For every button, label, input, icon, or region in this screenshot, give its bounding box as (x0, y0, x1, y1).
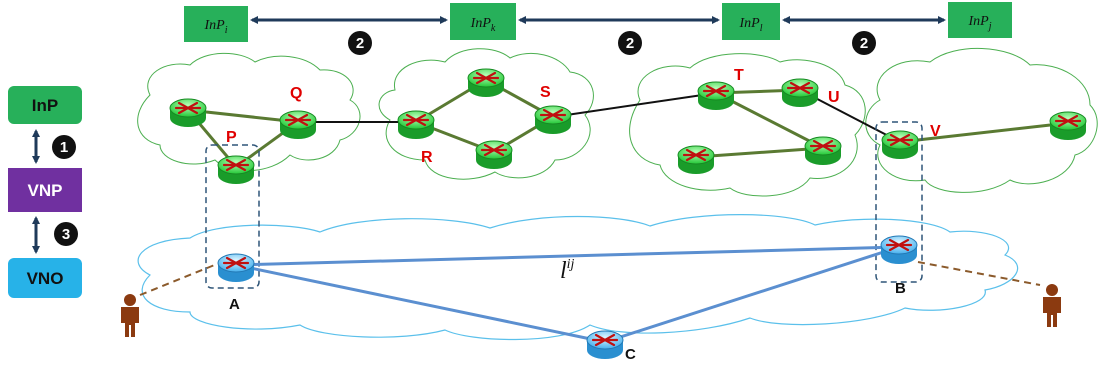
inp-box-k: InPk (450, 3, 516, 40)
router-icon-r (396, 109, 436, 141)
legend-vno-box: VNO (8, 258, 82, 298)
inp-box-i: InPi (184, 6, 248, 42)
router-icon-q (278, 109, 318, 141)
router-icon-v (880, 129, 920, 161)
legend-step-3-badge: 3 (54, 222, 78, 246)
person-icon-left (121, 294, 139, 337)
svg-text:InP: InP (32, 96, 58, 115)
router-icon-a (216, 252, 256, 284)
svg-text:2: 2 (860, 35, 868, 52)
router-icon-inp-k-bottom (474, 139, 514, 171)
step-2-badge-1: 2 (348, 31, 372, 55)
node-label-u: U (828, 89, 840, 106)
step-2-badge-3: 2 (852, 31, 876, 55)
router-icon-inp-j-right (1048, 110, 1088, 142)
user-access-links (139, 261, 1041, 296)
cloud-inp-k (378, 48, 594, 180)
svg-text:2: 2 (626, 35, 634, 52)
legend-step-1-badge: 1 (52, 135, 76, 159)
router-icon-s (533, 104, 573, 136)
svg-text:3: 3 (62, 226, 70, 243)
virtual-link-label: lij (560, 257, 575, 284)
svg-text:InPl: InPl (739, 16, 763, 34)
virtual-links (235, 245, 900, 344)
mapping-box-p-a (205, 144, 260, 289)
node-label-a: A (229, 296, 240, 313)
router-icon-inp-l-left (676, 144, 716, 176)
node-label-b: B (895, 280, 906, 297)
svg-text:1: 1 (60, 139, 68, 156)
node-label-t: T (734, 67, 744, 84)
cloud-inp-l (629, 53, 866, 197)
router-icon-b (879, 234, 919, 266)
node-label-c: C (625, 346, 636, 363)
node-label-q: Q (290, 85, 302, 102)
router-icon-inp-i-1 (168, 97, 208, 129)
router-icon-t (696, 80, 736, 112)
person-icon-right (1043, 284, 1061, 327)
svg-text:InPj: InPj (968, 14, 992, 32)
step-2-badge-2: 2 (618, 31, 642, 55)
router-icon-inp-l-right (803, 135, 843, 167)
svg-text:InPi: InPi (204, 18, 228, 36)
virtual-network-cloud (137, 214, 1018, 341)
legend-vnp-box: VNP (8, 168, 82, 212)
svg-text:InPk: InPk (470, 16, 496, 34)
node-label-s: S (540, 84, 551, 101)
inp-box-l: InPl (722, 3, 780, 40)
node-label-r: R (421, 149, 433, 166)
svg-text:VNO: VNO (27, 269, 64, 288)
node-label-p: P (226, 129, 237, 146)
node-label-v: V (930, 123, 941, 140)
svg-text:VNP: VNP (28, 181, 63, 200)
router-icon-inp-k-top (466, 67, 506, 99)
router-icon-c (585, 329, 625, 361)
cloud-inp-j (865, 47, 1098, 193)
cloud-inp-i (137, 52, 361, 172)
router-icon-u (780, 77, 820, 109)
inp-box-j: InPj (948, 2, 1012, 38)
legend-inp-box: InP (8, 86, 82, 124)
svg-text:2: 2 (356, 35, 364, 52)
router-icon-p (216, 154, 256, 186)
